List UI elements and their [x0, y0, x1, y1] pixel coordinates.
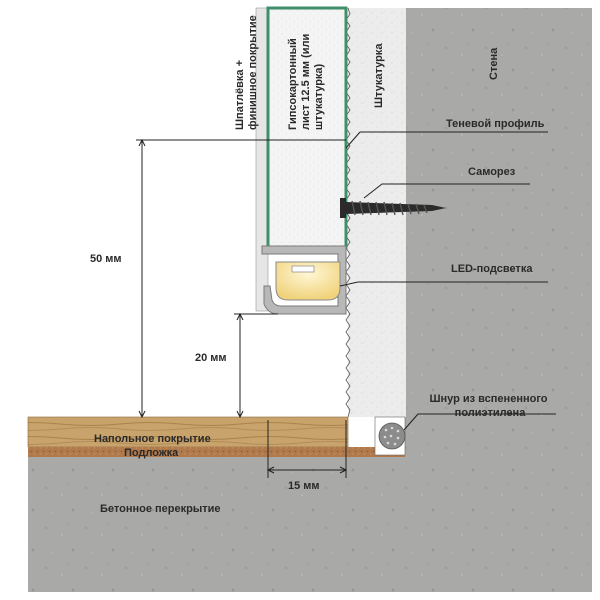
plaster-label: Штукатурка: [373, 43, 385, 108]
drywall-sheet: [268, 8, 346, 248]
screw: [340, 198, 446, 218]
underlay: [28, 447, 405, 457]
putty-label: Шпатлёвка + финишное покрытие: [234, 15, 259, 130]
screw-label: Саморез: [468, 166, 516, 178]
led-label: LED-подсветка: [451, 263, 533, 275]
floor-covering: [27, 416, 349, 448]
dim-50mm-label: 50 мм: [90, 253, 122, 265]
underlay-label: Подложка: [124, 447, 179, 459]
cord-dots: [383, 426, 400, 446]
dim-15mm: [266, 420, 348, 478]
dim-15mm-label: 15 мм: [288, 480, 320, 492]
cord-label: Шнур из вспененного полиэтилена: [429, 393, 550, 419]
leader-lines: [339, 131, 556, 431]
dim-20mm: [234, 312, 278, 419]
led-chip: [291, 265, 315, 273]
floor-covering-label: Напольное покрытие: [94, 433, 211, 445]
dim-20mm-label: 20 мм: [195, 352, 227, 364]
concrete-slab-label: Бетонное перекрытие: [100, 503, 221, 515]
wall-concrete: [405, 8, 592, 458]
shadow-profile-label: Теневой профиль: [446, 118, 545, 130]
dim-50mm: [136, 138, 346, 419]
concrete-slab: [28, 455, 592, 592]
wall-label: Стена: [488, 47, 500, 80]
drywall-label: Гипсокартонный лист 12.5 мм (или штукату…: [287, 31, 325, 130]
